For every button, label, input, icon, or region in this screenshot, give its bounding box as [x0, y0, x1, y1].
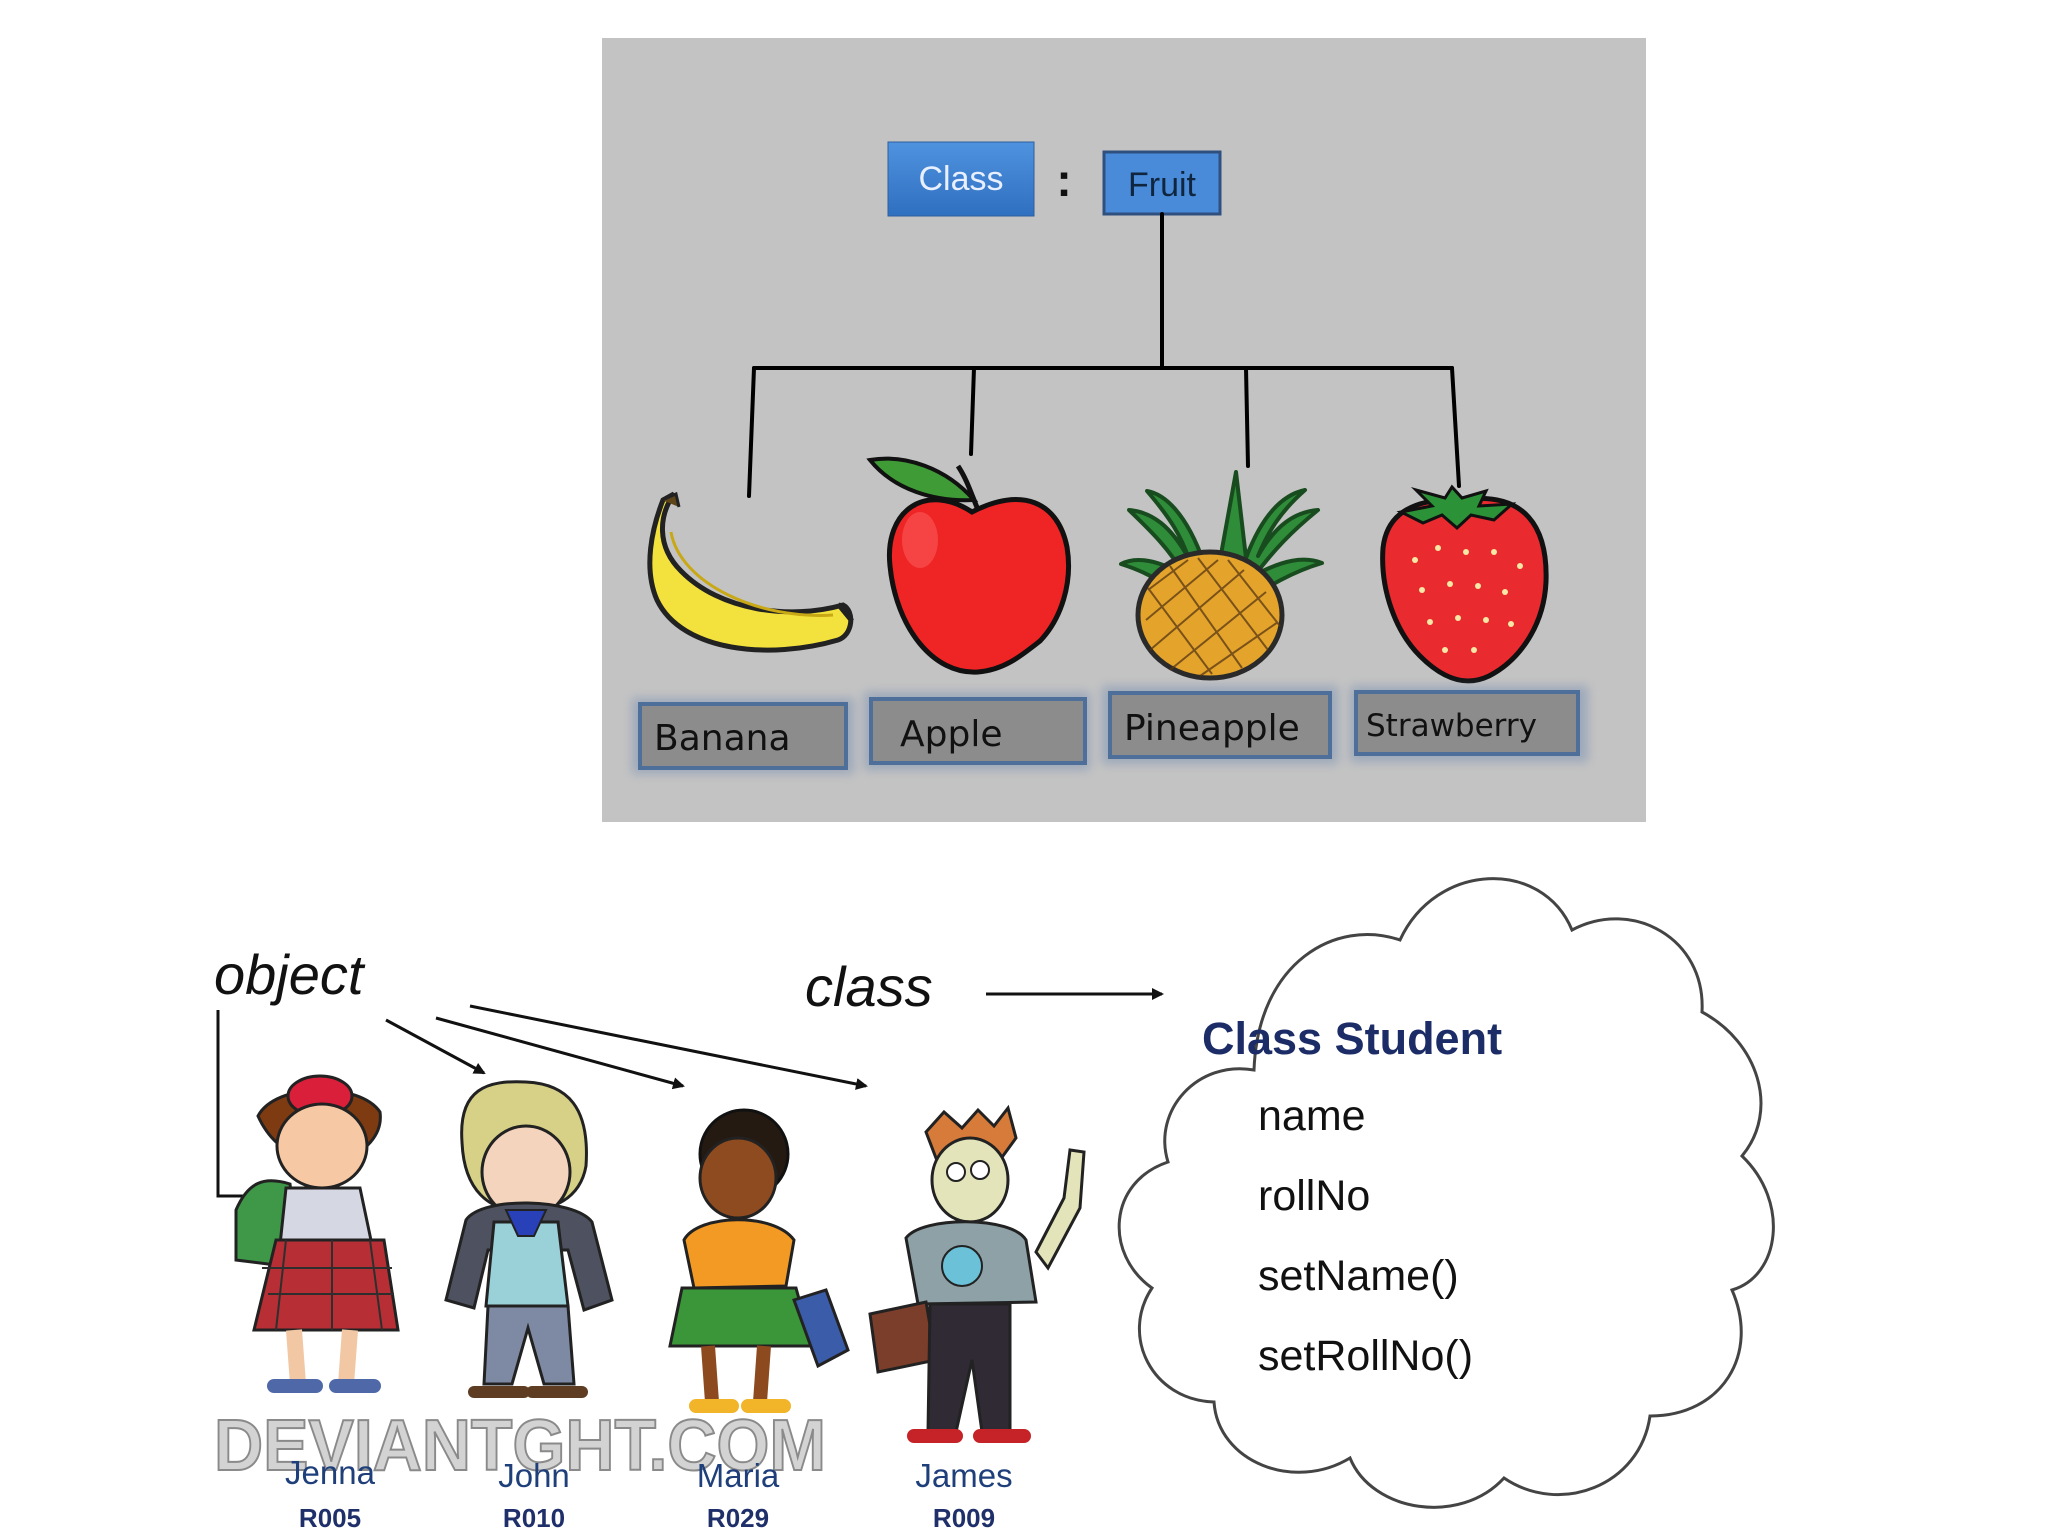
- class-cloud: [1119, 879, 1773, 1508]
- fruit-label-text: Strawberry: [1366, 708, 1537, 744]
- fruit-root-text: Fruit: [1128, 166, 1197, 204]
- student-john: [446, 1082, 612, 1392]
- maria-figure: [670, 1110, 848, 1406]
- student-roll: R010: [503, 1503, 565, 1533]
- class-label-text: Class: [918, 160, 1003, 198]
- student-name: James: [915, 1457, 1012, 1494]
- student-roll: R009: [933, 1503, 995, 1533]
- student-name: Maria: [697, 1457, 780, 1494]
- student-jenna: [236, 1076, 398, 1386]
- fruit-label-apple: Apple: [864, 692, 1090, 770]
- fruit-label-banana: Banana: [632, 698, 854, 774]
- fruit-class-diagram: Class : Fruit: [602, 38, 1646, 822]
- fruit-label-text: Pineapple: [1124, 708, 1300, 749]
- class-separator: :: [1056, 154, 1071, 206]
- student-name: Jenna: [285, 1454, 376, 1491]
- student-roll: R005: [299, 1503, 361, 1533]
- student-object-diagram: object class Class Student name rollNo s…: [214, 879, 1773, 1533]
- james-figure: [870, 1108, 1084, 1436]
- student-roll: R029: [707, 1503, 769, 1533]
- object-label: object: [214, 943, 366, 1006]
- class-label: class: [805, 955, 933, 1018]
- john-figure: [446, 1082, 612, 1392]
- student-maria: [670, 1110, 848, 1406]
- jenna-figure: [236, 1076, 398, 1386]
- class-member: rollNo: [1258, 1172, 1370, 1220]
- class-member: name: [1258, 1092, 1366, 1140]
- class-member: setName(): [1258, 1252, 1459, 1300]
- student-name: John: [498, 1457, 570, 1494]
- class-member: setRollNo(): [1258, 1332, 1473, 1380]
- fruit-label-text: Apple: [900, 714, 1002, 755]
- class-student-title: Class Student: [1202, 1013, 1502, 1064]
- fruit-label-text: Banana: [654, 718, 791, 759]
- fruit-label-strawberry: Strawberry: [1350, 686, 1588, 762]
- fruit-label-pineapple: Pineapple: [1102, 686, 1338, 764]
- student-james: [870, 1108, 1084, 1436]
